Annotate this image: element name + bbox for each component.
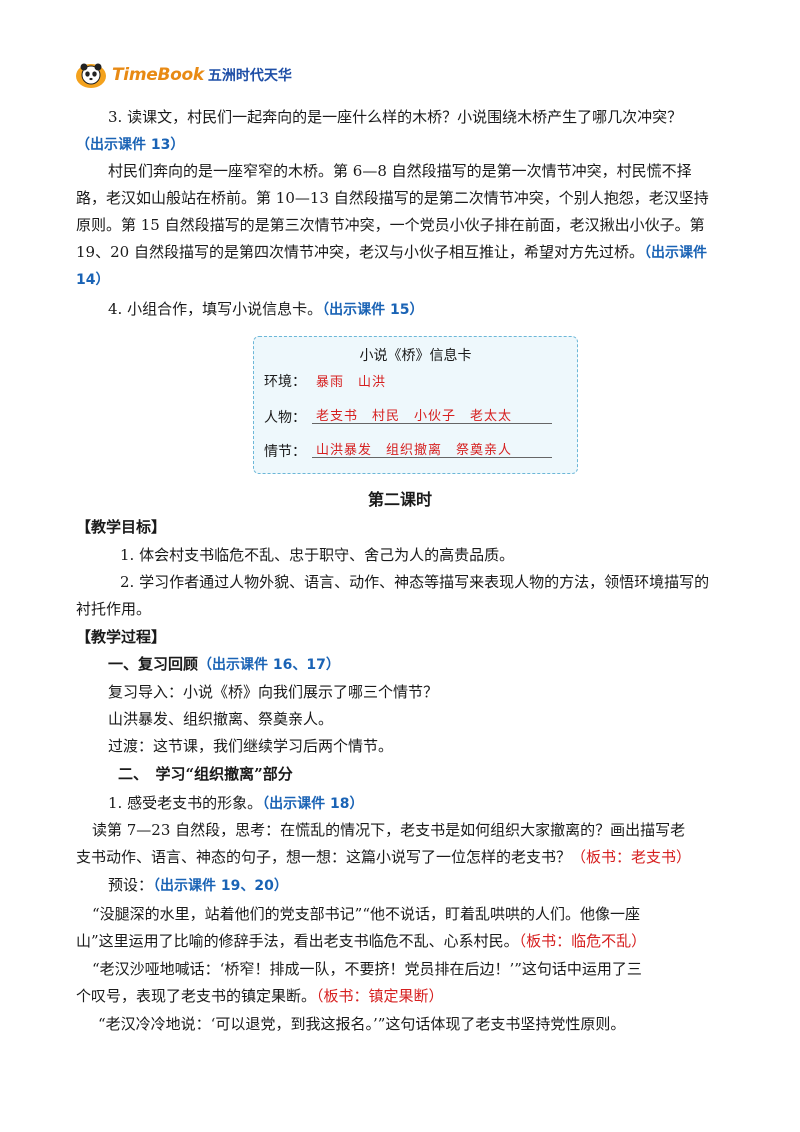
preset-label: 预设： [108,876,154,894]
question-4-text: 4. 小组合作，填写小说信息卡。 [108,300,323,318]
courseware-ref: （出示课件 15） [322,302,424,318]
env-value: 暴雨 山洪 [316,375,387,390]
quote-1-line-1: “没腿深的水里，站着他们的党支部书记”“他不说话，盯着乱哄哄的人们。他像一座 [92,905,641,923]
courseware-ref: （出示课件 19、20） [153,878,288,894]
review-line-3: 过渡：这节课，我们继续学习后两个情节。 [108,737,394,755]
plot-label: 情节： [264,444,306,460]
read-line-2: 支书动作、语言、神态的句子，想一想：这篇小说写了一位怎样的老支书？（板书：老支书… [76,846,736,868]
people-label: 人物： [264,410,306,426]
courseware-ref: 14） [76,272,110,288]
people-value: 老支书 村民 小伙子 老太太 [316,409,513,424]
review-line-2: 山洪暴发、组织撤离、祭奠亲人。 [108,710,334,728]
section-2-heading: 二、 学习“组织撤离”部分 [118,765,293,783]
goal-2-line-1: 2. 学习作者通过人物外貌、语言、动作、神态等描写来表现人物的方法，领悟环境描写… [120,573,710,591]
answer-line-3: 原则。第 15 自然段描写的是第三次情节冲突，一个党员小伙子排在前面，老汉揪出小… [76,216,705,234]
question-4: 4. 小组合作，填写小说信息卡。（出示课件 15） [108,298,768,321]
courseware-ref: （出示课件 13） [76,137,185,153]
timebook-logo: TimeBook 五洲时代天华 [74,58,304,92]
goal-2-line-2: 衬托作用。 [76,600,152,618]
goals-heading: 【教学目标】 [76,518,167,536]
courseware-ref: （出示课件 18） [262,796,364,812]
board-note: （板书：老支书） [571,848,692,866]
answer-line-1: 村民们奔向的是一座窄窄的木桥。第 6—8 自然段描写的是第一次情节冲突，村民慌不… [108,162,692,180]
courseware-ref: （出示课件 16、17） [198,657,340,673]
board-note: （板书：临危不乱） [518,932,647,950]
panda-mascot-icon [74,60,108,90]
section-1-heading: 一、复习回顾（出示课件 16、17） [108,653,768,676]
preset-line: 预设：（出示课件 19、20） [108,874,768,897]
answer-line-5: 14） [76,268,736,291]
people-underline [312,423,552,424]
answer-line-2: 路，老汉如山般站在桥前。第 10—13 自然段描写的是第二次情节冲突，个别人抱怨… [76,189,709,207]
review-line-1: 复习导入：小说《桥》向我们展示了哪三个情节？ [108,683,439,701]
quote-1-line-2: 山”这里运用了比喻的修辞手法，看出老支书临危不乱、心系村民。（板书：临危不乱） [76,930,736,952]
logo-text: TimeBook [112,65,204,85]
info-card: 小说《桥》信息卡 环境： 暴雨 山洪 人物： 老支书 村民 小伙子 老太太 情节… [253,336,578,474]
read-line-1: 读第 7—23 自然段，思考：在慌乱的情况下，老支书是如何组织大家撤离的？画出描… [92,821,686,839]
info-card-title: 小说《桥》信息卡 [359,348,472,364]
plot-value: 山洪暴发 组织撤离 祭奠亲人 [316,443,513,458]
question-3-ref-line: （出示课件 13） [76,133,736,156]
item-1-text: 1. 感受老支书的形象。 [108,794,263,812]
question-3: 3. 读课文，村民们一起奔向的是一座什么样的木桥？小说围绕木桥产生了哪几次冲突？ [108,106,768,128]
answer-line-4-text: 19、20 自然段描写的是第四次情节冲突，老汉与小伙子相互推让，希望对方先过桥。 [76,243,644,261]
courseware-ref: （出示课件 [643,245,707,261]
question-3-text: 3. 读课文，村民们一起奔向的是一座什么样的木桥？小说围绕木桥产生了哪几次冲突？ [108,108,683,126]
lesson-title: 第二课时 [367,490,432,509]
board-note: （板书：镇定果断） [316,987,444,1005]
item-1: 1. 感受老支书的形象。（出示课件 18） [108,792,768,815]
section-1-title: 一、复习回顾 [108,655,199,673]
quote-3: “老汉冷冷地说：‘可以退党，到我这报名。’”这句话体现了老支书坚持党性原则。 [98,1015,626,1033]
logo-chinese-text: 五洲时代天华 [207,68,292,84]
quote-2-line-2-text: 个叹号，表现了老支书的镇定果断。 [76,987,317,1005]
quote-2-line-2: 个叹号，表现了老支书的镇定果断。（板书：镇定果断） [76,985,736,1007]
process-heading: 【教学过程】 [76,628,167,646]
answer-line-4: 19、20 自然段描写的是第四次情节冲突，老汉与小伙子相互推让，希望对方先过桥。… [76,241,736,264]
env-label: 环境： [264,374,306,390]
read-line-2-text: 支书动作、语言、神态的句子，想一想：这篇小说写了一位怎样的老支书？ [76,848,572,866]
quote-2-line-1: “老汉沙哑地喊话：‘桥窄！排成一队，不要挤！党员排在后边！’”这句话中运用了三 [92,960,642,978]
quote-1-line-2-text: 山”这里运用了比喻的修辞手法，看出老支书临危不乱、心系村民。 [76,932,519,950]
plot-underline [312,457,552,458]
goal-1: 1. 体会村支书临危不乱、忠于职守、舍己为人的高贵品质。 [120,546,515,564]
